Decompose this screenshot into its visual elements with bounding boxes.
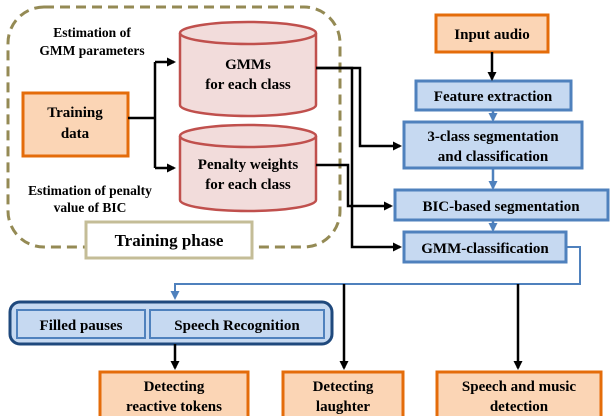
penalty-db-label-line1: Penalty weights — [198, 157, 299, 173]
laughter-label-line1: Detecting — [313, 379, 374, 395]
laughter-label-line2: laughter — [316, 399, 371, 415]
training-region — [6, 5, 342, 249]
speech-recognition-label: Speech Recognition — [174, 318, 300, 334]
speech-music-label-line2: detection — [490, 399, 549, 415]
penalty-db-label-line2: for each class — [205, 177, 291, 193]
speech-recognition-box — [149, 309, 325, 339]
reactive-tokens-label-line1: Detecting — [144, 379, 205, 395]
est-gmm-label-line1: Estimation of — [53, 25, 131, 40]
filled-pauses-label: Filled pauses — [40, 318, 123, 334]
input-audio-label: Input audio — [454, 27, 529, 43]
feature-extraction-label: Feature extraction — [434, 89, 553, 105]
est-penalty-label-line2: value of BIC — [54, 200, 127, 215]
reactive-tokens-label-line2: reactive tokens — [126, 399, 222, 415]
est-penalty-label-line1: Estimation of penalty — [28, 183, 152, 198]
segmentation-label-line1: 3-class segmentation — [427, 129, 559, 145]
model-connectors — [316, 66, 402, 252]
gmms-database — [178, 20, 318, 118]
segmentation-classification-box — [402, 120, 584, 170]
speech-music-label-line1: Speech and music — [462, 379, 577, 395]
bic-segmentation-label: BIC-based segmentation — [422, 199, 580, 215]
training-data-label-line1: Training — [47, 105, 103, 121]
training-data-box — [21, 91, 130, 158]
training-data-label-line2: data — [61, 126, 90, 142]
pipeline-arrows — [487, 52, 498, 232]
penalty-database — [178, 123, 318, 213]
training-phase-box — [84, 220, 254, 260]
gmms-db-label-line2: for each class — [205, 77, 291, 93]
laughter-box — [281, 370, 405, 416]
filled-pauses-box — [16, 309, 146, 339]
training-connectors — [128, 57, 176, 173]
output-connectors — [170, 246, 581, 370]
gmms-db-label-line1: GMMs — [225, 57, 271, 73]
speech-music-box — [435, 370, 603, 416]
est-gmm-label-line2: GMM parameters — [39, 43, 144, 58]
training-phase-label: Training phase — [115, 231, 224, 250]
reactive-tokens-box — [98, 370, 250, 416]
gmm-classification-label: GMM-classification — [421, 241, 549, 257]
segmentation-label-line2: and classification — [438, 149, 549, 165]
bic-segmentation-box — [393, 188, 610, 222]
